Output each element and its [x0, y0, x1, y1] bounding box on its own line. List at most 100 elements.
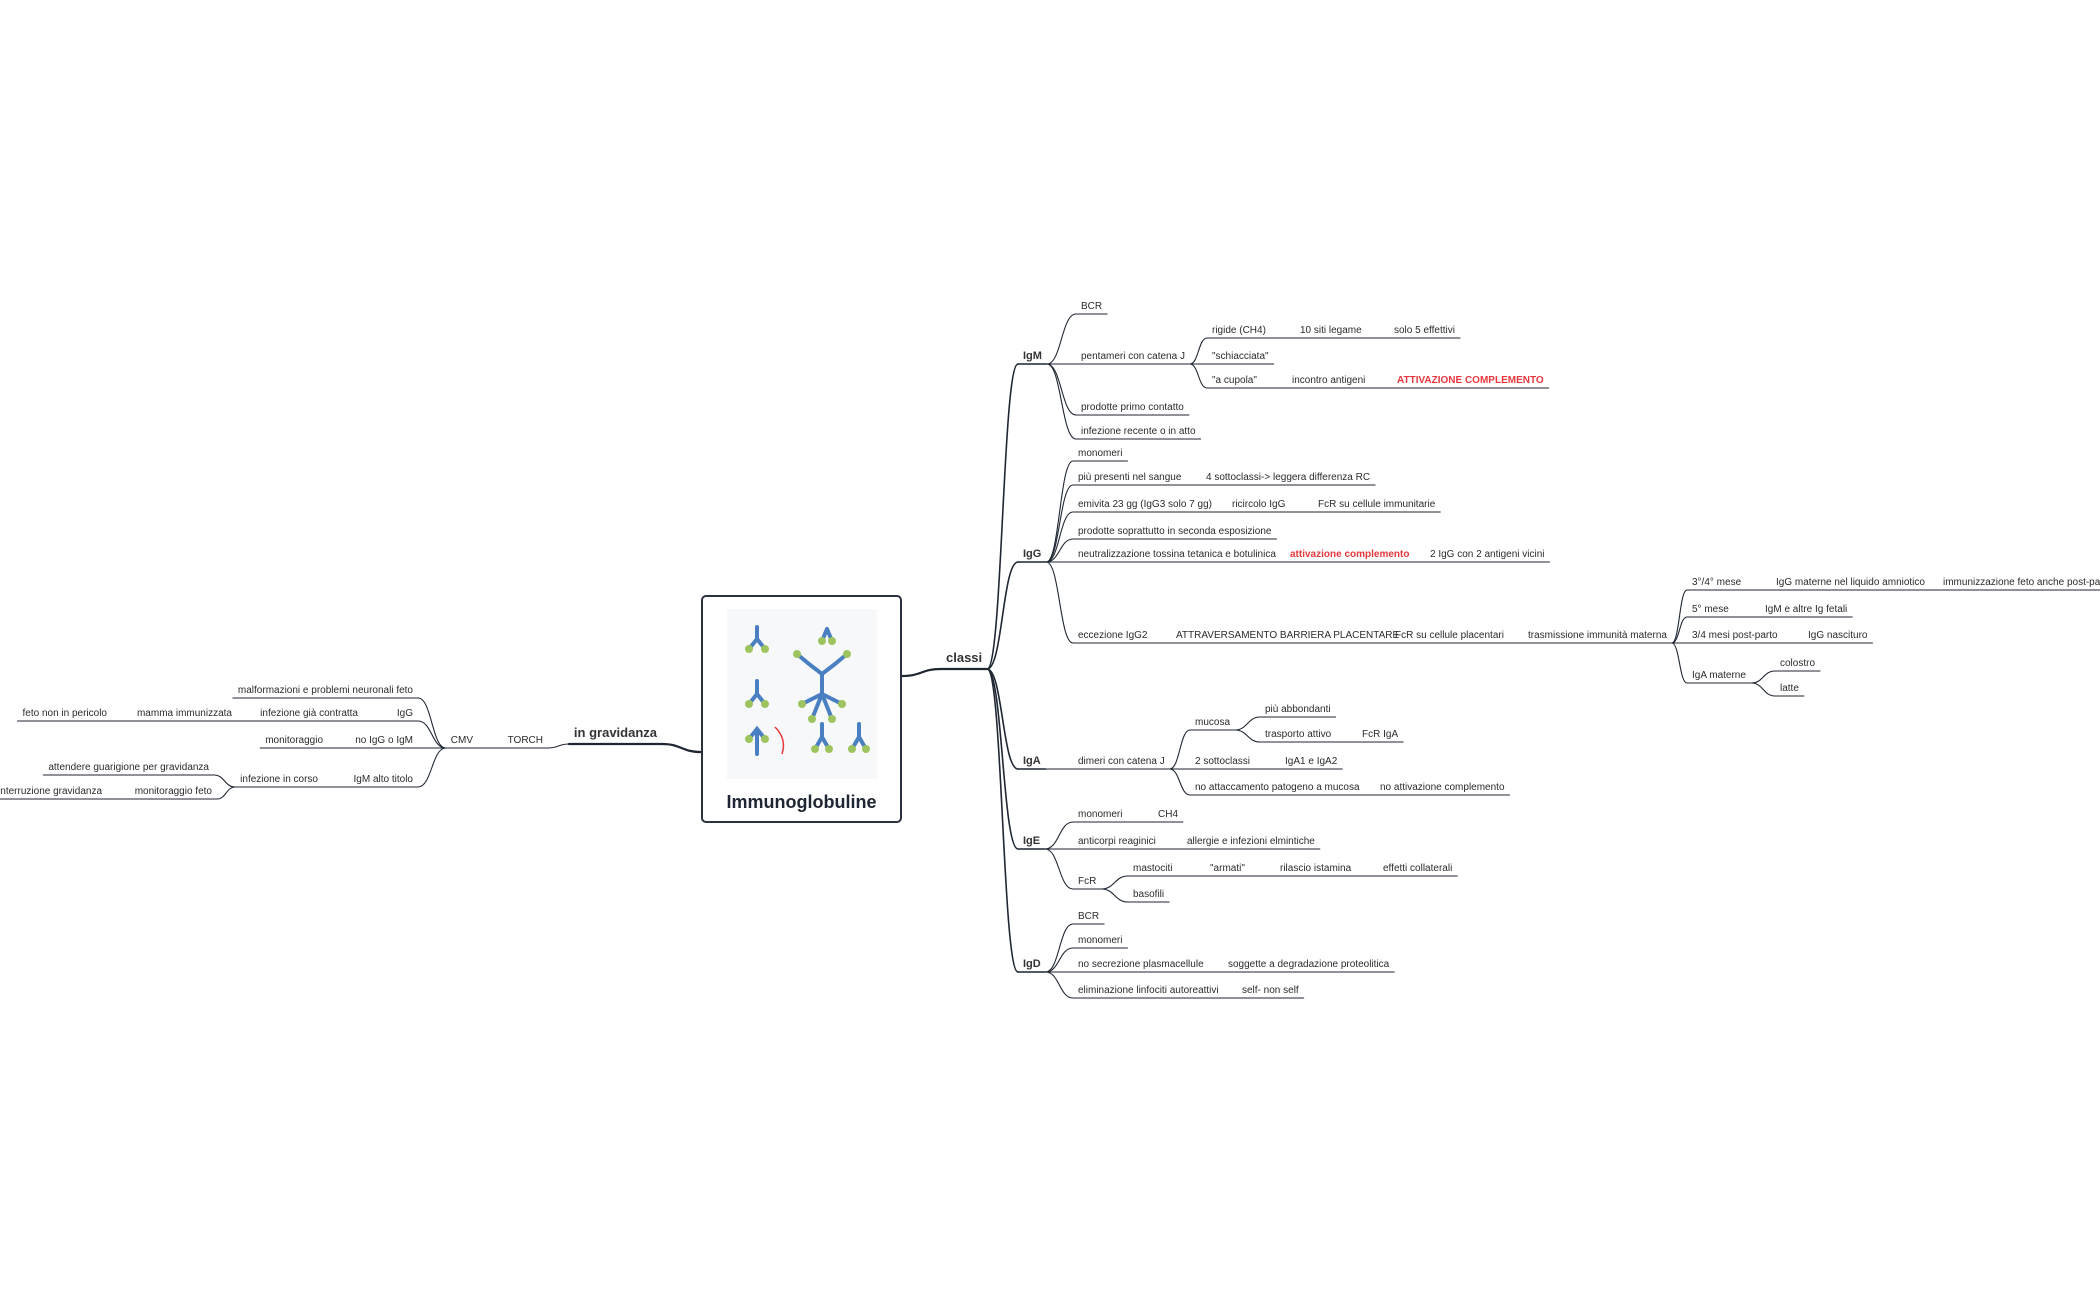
connector-line	[1169, 768, 1191, 796]
connector-line	[1234, 729, 1261, 743]
node-igg-fcr[interactable]: FcR su cellule immunitarie	[1318, 499, 1436, 510]
node-ige-rea[interactable]: anticorpi reaginici	[1078, 836, 1156, 847]
node-igm-sch[interactable]: "schiacciata"	[1212, 351, 1269, 362]
connector-line	[1044, 848, 1074, 890]
connector-line	[1046, 363, 1077, 416]
node-igg-4[interactable]: 4 sottoclassi-> leggera differenza RC	[1206, 472, 1371, 483]
node-torch[interactable]: TORCH	[507, 735, 543, 746]
node-igm-bcr[interactable]: BCR	[1081, 301, 1103, 312]
node-cmv-monf[interactable]: monitoraggio feto	[134, 786, 212, 797]
node-iga-dim[interactable]: dimeri con catena J	[1078, 756, 1165, 767]
node-t-5a[interactable]: IgM e altre Ig fetali	[1765, 604, 1848, 615]
node-ige-ch4[interactable]: CH4	[1158, 809, 1179, 820]
connector-line	[417, 747, 447, 788]
node-ige-bas[interactable]: basofili	[1133, 889, 1165, 900]
node-igg[interactable]: IgG	[1023, 548, 1042, 560]
node-t-col[interactable]: colostro	[1780, 658, 1816, 669]
node-igm-10[interactable]: 10 siti legame	[1300, 325, 1362, 336]
node-igg-fcrp[interactable]: FcR su cellule placentari	[1395, 630, 1504, 641]
connector-line	[1045, 538, 1074, 563]
node-cmv-igg[interactable]: IgG	[396, 708, 413, 719]
node-igd[interactable]: IgD	[1023, 958, 1041, 970]
node-ige-all[interactable]: allergie e infezioni elmintiche	[1187, 836, 1315, 847]
node-igd-sog[interactable]: soggette a degradazione proteolitica	[1228, 959, 1390, 970]
node-ige-mono[interactable]: monomeri	[1078, 809, 1123, 820]
node-cmv-fnp[interactable]: feto non in pericolo	[22, 708, 107, 719]
node-igg-ric[interactable]: ricircolo IgG	[1232, 499, 1286, 510]
node-iga-muc[interactable]: mucosa	[1195, 717, 1231, 728]
node-igg-attr[interactable]: ATTRAVERSAMENTO BARRIERA PLACENTARE	[1176, 630, 1400, 641]
node-t-ppa[interactable]: IgG nascituro	[1808, 630, 1868, 641]
node-igd-mono[interactable]: monomeri	[1078, 935, 1123, 946]
node-ige-fcr[interactable]: FcR	[1078, 876, 1097, 887]
node-t-5[interactable]: 5° mese	[1692, 604, 1729, 615]
node-igm-att[interactable]: ATTIVAZIONE COMPLEMENTO	[1397, 375, 1544, 386]
node-igm[interactable]: IgM	[1023, 350, 1042, 362]
node-ige-ril[interactable]: rilascio istamina	[1280, 863, 1352, 874]
node-igg-2[interactable]: 2 IgG con 2 antigeni vicini	[1430, 549, 1545, 560]
node-igd-eli[interactable]: eliminazione linfociti autoreattivi	[1078, 985, 1219, 996]
connector-line	[1234, 716, 1261, 731]
node-t-34b[interactable]: immunizzazione feto anche post-parto	[1943, 577, 2100, 588]
node-igd-nos[interactable]: no secrezione plasmacellule	[1078, 959, 1204, 970]
node-iga-abb[interactable]: più abbondanti	[1265, 704, 1331, 715]
node-cmv-no[interactable]: no IgG o IgM	[355, 735, 413, 746]
node-igg-emi[interactable]: emivita 23 gg (IgG3 solo 7 gg)	[1078, 499, 1212, 510]
connector-line	[1169, 729, 1191, 770]
node-iga-fcr[interactable]: FcR IgA	[1362, 729, 1399, 740]
node-t-iga[interactable]: IgA materne	[1692, 670, 1746, 681]
node-igg-ecc[interactable]: eccezione IgG2	[1078, 630, 1148, 641]
node-igg-tras[interactable]: trasmissione immunità materna	[1528, 630, 1667, 641]
node-igg-mono[interactable]: monomeri	[1078, 448, 1123, 459]
connector-line	[1045, 561, 1074, 644]
node-ige[interactable]: IgE	[1023, 835, 1041, 847]
node-igg-neu[interactable]: neutralizzazione tossina tetanica e botu…	[1078, 549, 1276, 560]
node-igm-inc[interactable]: incontro antigeni	[1292, 375, 1366, 386]
node-cmv-inc[interactable]: infezione in corso	[240, 774, 318, 785]
node-ige-eff[interactable]: effetti collaterali	[1383, 863, 1453, 874]
node-ige-mas[interactable]: mastociti	[1133, 863, 1173, 874]
node-igg-sec[interactable]: prodotte soprattutto in seconda esposizi…	[1078, 526, 1272, 537]
connector-line	[1750, 670, 1776, 684]
node-t-pp[interactable]: 3/4 mesi post-parto	[1692, 630, 1778, 641]
node-igm-rec[interactable]: infezione recente o in atto	[1081, 426, 1196, 437]
node-iga-2s[interactable]: 2 sottoclassi	[1195, 756, 1251, 767]
connector-line	[986, 668, 1019, 850]
node-cmv[interactable]: CMV	[450, 735, 473, 746]
node-classi[interactable]: classi	[946, 650, 983, 665]
node-cmv-att[interactable]: attendere guarigione per gravidanza	[48, 762, 209, 773]
node-grav[interactable]: in gravidanza	[573, 725, 657, 740]
connector-line	[1045, 460, 1074, 563]
connector-line	[1189, 337, 1208, 365]
node-cmv-mal[interactable]: malformazioni e problemi neuronali feto	[237, 685, 413, 696]
connector-line	[213, 774, 236, 788]
connector-line	[1044, 821, 1074, 850]
node-igg-piu[interactable]: più presenti nel sangue	[1078, 472, 1182, 483]
node-cmv-imm[interactable]: mamma immunizzata	[136, 708, 232, 719]
node-iga-12[interactable]: IgA1 e IgA2	[1285, 756, 1338, 767]
connector-line	[216, 786, 236, 800]
node-iga-tra[interactable]: trasporto attivo	[1265, 729, 1332, 740]
node-igd-bcr[interactable]: BCR	[1078, 911, 1100, 922]
node-iga[interactable]: IgA	[1023, 755, 1041, 767]
node-igg-att[interactable]: attivazione complemento	[1290, 549, 1410, 560]
node-igd-self[interactable]: self- non self	[1242, 985, 1299, 996]
node-t-34[interactable]: 3°/4° mese	[1692, 577, 1742, 588]
node-igm-prim[interactable]: prodotte primo contatto	[1081, 402, 1184, 413]
node-cmv-int[interactable]: interruzione gravidanza	[0, 786, 103, 797]
central-topic[interactable]: Immunoglobuline	[701, 595, 902, 823]
node-cmv-gia[interactable]: infezione già contratta	[260, 708, 358, 719]
node-t-lat[interactable]: latte	[1780, 683, 1799, 694]
node-igm-5[interactable]: solo 5 effettivi	[1394, 325, 1455, 336]
node-igm-rig[interactable]: rigide (CH4)	[1212, 325, 1266, 336]
node-t-34a[interactable]: IgG materne nel liquido amniotico	[1776, 577, 1925, 588]
node-ige-arm[interactable]: "armati"	[1210, 863, 1245, 874]
node-iga-no[interactable]: no attaccamento patogeno a mucosa	[1195, 782, 1360, 793]
node-iga-noa[interactable]: no attivazione complemento	[1380, 782, 1505, 793]
node-cmv-mon[interactable]: monitoraggio	[265, 735, 323, 746]
node-igm-pent[interactable]: pentameri con catena J	[1081, 351, 1185, 362]
node-cmv-alt[interactable]: IgM alto titolo	[353, 774, 413, 785]
central-title: Immunoglobuline	[726, 792, 877, 812]
node-igm-cup[interactable]: "a cupola"	[1212, 375, 1257, 386]
